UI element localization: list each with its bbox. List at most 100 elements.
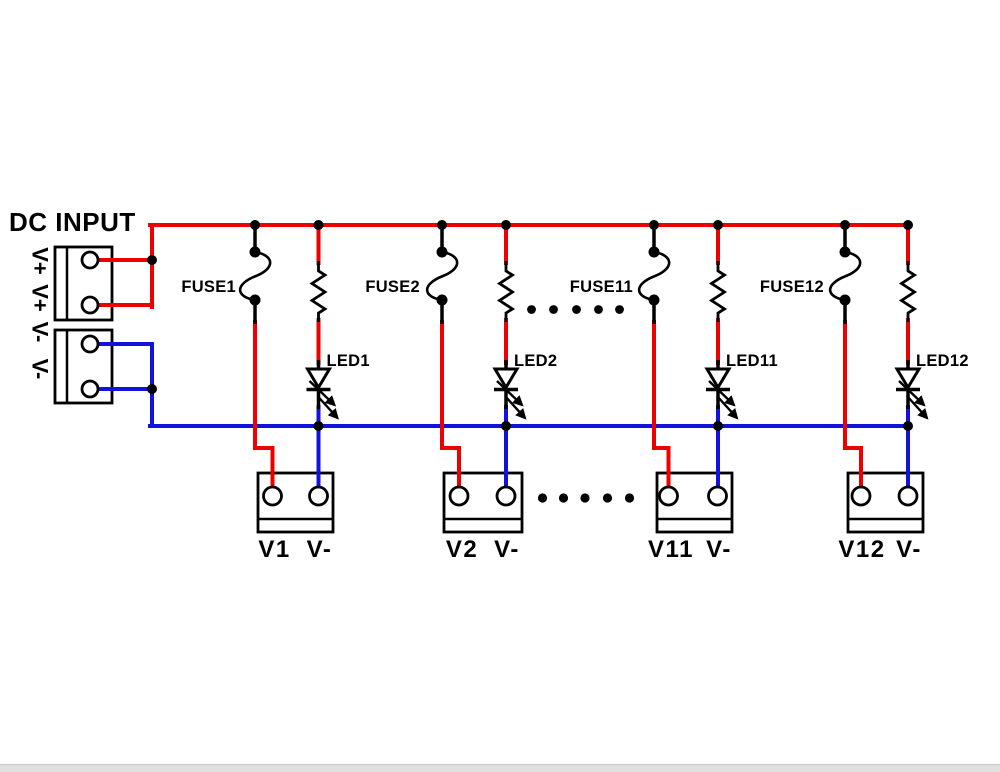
junction-dot: [313, 421, 324, 431]
output-v12-pos-label: V12: [838, 536, 885, 563]
terminal-label-vplus2: V+: [28, 284, 53, 312]
resistor1-symbol: [309, 261, 328, 322]
led-emission-arrow: [308, 380, 337, 407]
positive-wiring: [88, 223, 910, 495]
terminal-label-vminus2: V-: [28, 359, 53, 380]
ellipsis-dot: [537, 493, 548, 503]
junction-dot: [903, 421, 913, 431]
output-v2-pos-label: V2: [446, 536, 478, 563]
ellipsis-dot: [602, 493, 613, 503]
fuse12-label: FUSE12: [760, 278, 824, 296]
resistor-zigzag: [496, 261, 516, 322]
led-triangle: [304, 367, 333, 391]
led11-symbol: [704, 360, 739, 420]
output-v1-neg-label: V-: [307, 536, 333, 563]
ellipsis-dot: [624, 493, 635, 503]
terminal-label-vplus1: V+: [28, 247, 53, 275]
junction-dot: [501, 220, 511, 230]
ellipsis-dot: [615, 305, 624, 314]
output-v1-pos-label: V1: [258, 536, 290, 563]
led-emission-arrow: [708, 380, 736, 407]
ellipsis-dot: [594, 305, 603, 314]
led-emission-arrow: [716, 395, 739, 420]
junction-dot: [501, 421, 511, 431]
page-bottom-edge: [0, 764, 1000, 772]
led2-label: LED2: [514, 352, 557, 370]
output-v11-neg-label: V-: [706, 536, 732, 563]
output-v12-pos-terminal: [850, 485, 872, 507]
resistor-zigzag: [898, 261, 918, 322]
junction-dot: [649, 220, 659, 230]
junction-dot: [903, 220, 913, 230]
resistor-zigzag: [309, 261, 328, 322]
fuse-element: [238, 250, 272, 302]
dc-input-connector-bodies: [53, 245, 114, 405]
led-triangle: [704, 367, 732, 391]
fuse-element: [425, 250, 459, 302]
fuse1-symbol: [238, 227, 272, 324]
led-emission-arrow: [504, 395, 527, 420]
wire-fuse2-output: [440, 320, 461, 495]
output-terminal-bodies: [256, 471, 925, 534]
output-v1-pos-terminal: [262, 485, 283, 507]
ellipsis-dots-bottom: [537, 493, 635, 503]
output-v12-neg-label: V-: [896, 536, 922, 563]
ellipsis-dots-top: [527, 305, 624, 314]
ellipsis-dot: [572, 305, 581, 314]
resistor2-symbol: [496, 261, 516, 322]
led12-symbol: [894, 360, 929, 420]
fuse11-label: FUSE11: [570, 278, 633, 296]
junction-dot: [713, 421, 723, 431]
led-emission-arrow: [316, 395, 339, 420]
terminal-circles: [80, 250, 919, 507]
negative-wiring: [88, 342, 910, 495]
junction-dot: [147, 255, 157, 265]
fuse-element: [828, 250, 862, 302]
resistor11-symbol: [708, 261, 728, 322]
ellipsis-dot: [527, 305, 536, 314]
led-triangle: [492, 367, 520, 391]
resistor12-symbol: [898, 261, 918, 322]
output-v2-neg-terminal: [495, 485, 517, 507]
led11-label: LED11: [726, 352, 778, 370]
fuse2-label: FUSE2: [365, 278, 420, 296]
output-v2-neg-label: V-: [494, 536, 520, 563]
output-v11-pos-terminal: [658, 485, 679, 507]
led-emission-arrow: [496, 380, 524, 407]
dc-input-title: DC INPUT: [9, 207, 136, 237]
dc-input-vminus1-terminal: [80, 334, 100, 354]
dc-input-vplus1-terminal: [80, 250, 100, 270]
wire-fuse1-output: [253, 320, 275, 495]
junction-dot: [713, 220, 723, 230]
led-emission-arrow: [906, 395, 929, 420]
led12-label: LED12: [916, 352, 969, 370]
fuse2-symbol: [425, 227, 459, 324]
junction-dot: [147, 384, 157, 394]
dc-input-vplus2-terminal: [80, 295, 100, 315]
junction-dot: [250, 220, 260, 230]
led-triangle: [894, 367, 922, 391]
output-v12-neg-terminal: [897, 485, 919, 507]
ellipsis-dot: [558, 493, 569, 503]
fuse-element: [637, 250, 671, 302]
fuse1-label: FUSE1: [181, 278, 236, 296]
fuse12-symbol: [828, 227, 862, 324]
output-v2-pos-terminal: [448, 485, 470, 507]
ellipsis-dot: [580, 493, 590, 503]
junction-dot: [437, 220, 447, 230]
led1-label: LED1: [327, 352, 370, 370]
labels: DC INPUT V+ V+ V- V- FUSE1 FUSE2 FUSE11 …: [9, 207, 969, 563]
wire-fuse11-output: [652, 320, 671, 495]
led2-symbol: [492, 360, 527, 420]
output-v11-pos-label: V11: [648, 536, 694, 563]
terminal-label-vminus1: V-: [28, 322, 53, 343]
fuse11-symbol: [637, 227, 671, 324]
dc-input-vminus2-terminal: [80, 379, 100, 399]
output-v1-neg-terminal: [308, 485, 329, 507]
led1-symbol: [304, 360, 339, 420]
led-emission-arrow: [898, 380, 926, 407]
output-v11-neg-terminal: [707, 485, 728, 507]
resistor-zigzag: [708, 261, 728, 322]
